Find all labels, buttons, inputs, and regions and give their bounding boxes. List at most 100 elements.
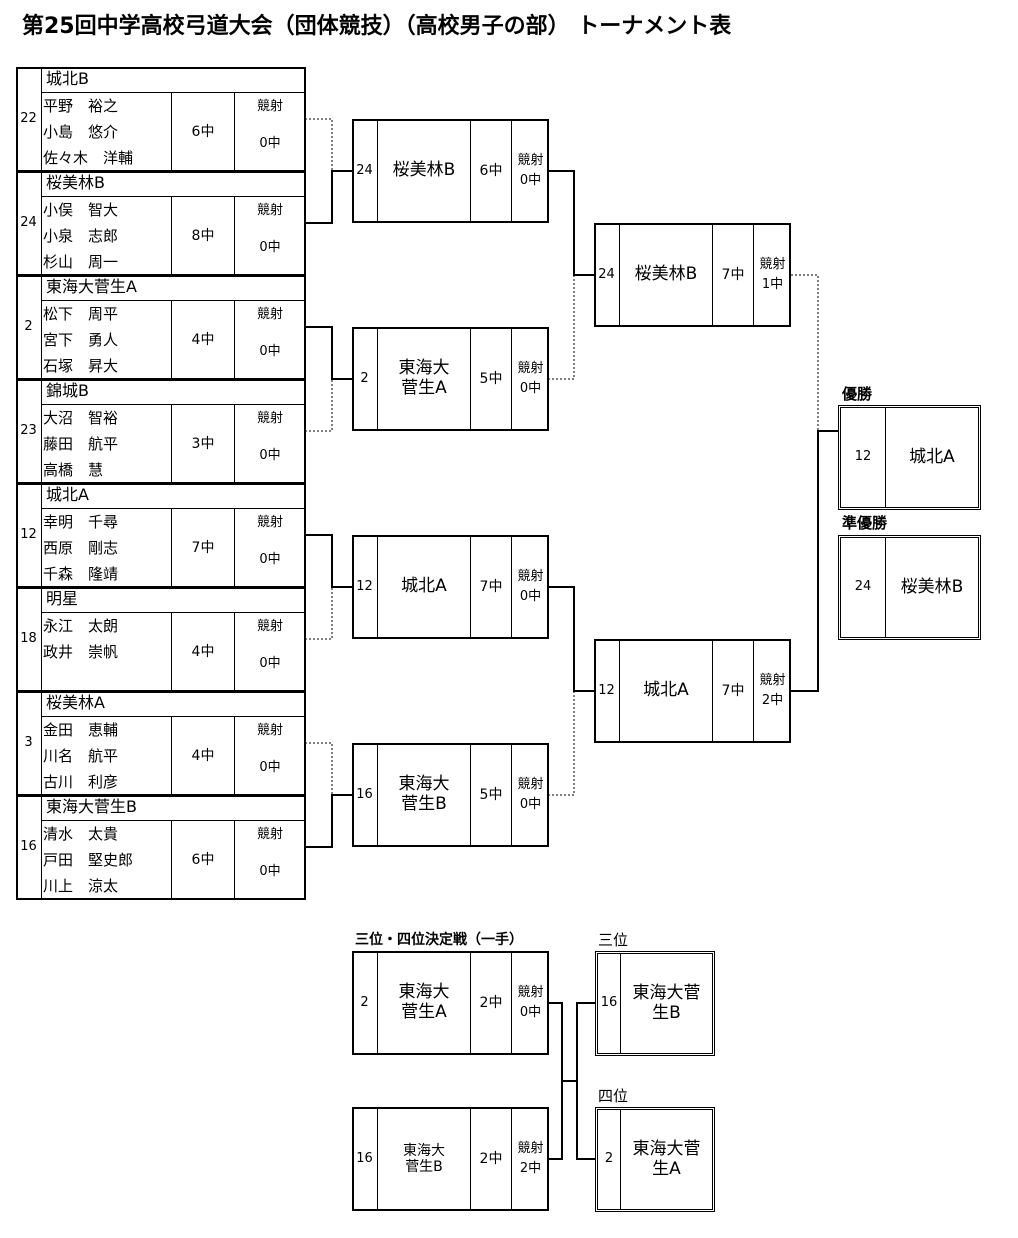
player-name: 政井 崇帆 (43, 643, 119, 662)
entry-team-name: 城北B (42, 67, 305, 93)
player-name: 佐々木 洋輔 (43, 149, 134, 168)
third-match-hits: 2中 (471, 951, 512, 1055)
player-name: 幸明 千尋 (43, 513, 119, 532)
round2-match-hits: 6中 (471, 119, 512, 223)
shootoff-label: 競射 (517, 984, 544, 1000)
third-match (352, 1107, 549, 1211)
entry-shootoff: 0中 (259, 759, 281, 775)
runnerup-label: 準優勝 (842, 514, 888, 532)
entry-seed: 3 (16, 691, 42, 795)
third-place-box (595, 951, 715, 1056)
semifinal-match-team: 桜美林B (620, 223, 713, 327)
third-match-shootoff: 2中 (519, 1160, 542, 1176)
third-match-team: 東海大 菅生B (378, 1107, 471, 1211)
round2-match-seed: 16 (352, 743, 378, 847)
runnerup-box-team: 桜美林B (900, 576, 964, 597)
round2-match-shootoff: 0中 (519, 380, 542, 396)
fourth-place-box-seed: 2 (598, 1110, 621, 1209)
entry-seed: 2 (16, 275, 42, 379)
entry-shootoff: 0中 (259, 239, 281, 255)
page-title: 第25回中学高校弓道大会（団体競技）（高校男子の部） トーナメント表 (22, 14, 732, 39)
third-place-box-seed: 16 (598, 954, 621, 1053)
round2-match-team: 東海大 菅生A (378, 327, 471, 431)
third-match-hits: 2中 (471, 1107, 512, 1211)
shootoff-label: 競射 (517, 152, 544, 168)
player-name: 宮下 勇人 (43, 331, 119, 350)
round2-match-team: 桜美林B (378, 119, 471, 223)
round2-match-hits: 5中 (471, 743, 512, 847)
player-name: 杉山 周一 (43, 253, 119, 272)
round2-match-team: 東海大 菅生B (378, 743, 471, 847)
entry-hits: 4中 (171, 613, 235, 691)
shootoff-label: 競射 (256, 618, 283, 634)
entry-shootoff: 0中 (259, 551, 281, 567)
third-label: 三位 (598, 931, 629, 949)
player-name: 古川 利彦 (43, 773, 119, 792)
shootoff-label: 競射 (256, 202, 283, 218)
semifinal-match-shootoff: 2中 (761, 692, 784, 708)
entry-team-name: 錦城B (42, 379, 305, 405)
player-name: 金田 恵輔 (43, 721, 119, 740)
round2-match-seed: 12 (352, 535, 378, 639)
round2-match-shootoff: 0中 (519, 588, 542, 604)
round2-match (352, 743, 549, 847)
semifinal-match (594, 639, 791, 743)
entry-shootoff: 0中 (259, 447, 281, 463)
semifinal-match-hits: 7中 (713, 223, 754, 327)
shootoff-label: 競射 (517, 776, 544, 792)
shootoff-label: 競射 (517, 1140, 544, 1156)
player-name: 川上 涼太 (43, 877, 119, 896)
player-name: 松下 周平 (43, 305, 119, 324)
entry-seed: 12 (16, 483, 42, 587)
round2-match-shootoff: 0中 (519, 172, 542, 188)
champion-box-seed: 12 (841, 408, 886, 507)
entry-seed: 16 (16, 795, 42, 899)
semifinal-match-hits: 7中 (713, 639, 754, 743)
entry-hits: 7中 (171, 509, 235, 587)
entry-shootoff: 0中 (259, 343, 281, 359)
entry-shootoff: 0中 (259, 135, 281, 151)
round2-match (352, 535, 549, 639)
player-name: 小俣 智大 (43, 201, 119, 220)
entry-team-name: 桜美林B (42, 171, 305, 197)
third-match-shootoff: 0中 (519, 1004, 542, 1020)
entry-hits: 4中 (171, 717, 235, 795)
player-name: 戸田 堅史郎 (43, 851, 134, 870)
semifinal-match-shootoff: 1中 (761, 276, 784, 292)
shootoff-label: 競射 (759, 256, 786, 272)
entry-hits: 8中 (171, 197, 235, 275)
round2-match-seed: 2 (352, 327, 378, 431)
entry-seed: 24 (16, 171, 42, 275)
round2-match (352, 119, 549, 223)
player-name: 小島 悠介 (43, 123, 119, 142)
semifinal-match-team: 城北A (620, 639, 713, 743)
fourth-place-box-team: 東海大菅 生A (632, 1138, 701, 1179)
entry-seed: 22 (16, 67, 42, 171)
player-name: 西原 剛志 (43, 539, 119, 558)
player-name: 高橋 慧 (43, 461, 104, 480)
champion-box-team: 城北A (909, 446, 955, 467)
entry-team-name: 桜美林A (42, 691, 305, 717)
entry-hits: 4中 (171, 301, 235, 379)
champion-box (838, 405, 981, 510)
semifinal-match-seed: 12 (594, 639, 620, 743)
shootoff-label: 競射 (517, 360, 544, 376)
round2-match-seed: 24 (352, 119, 378, 223)
player-name: 平野 裕之 (43, 97, 119, 116)
shootoff-label: 競射 (256, 826, 283, 842)
round2-match-hits: 7中 (471, 535, 512, 639)
entry-hits: 3中 (171, 405, 235, 483)
third-place-box-team: 東海大菅 生B (632, 982, 701, 1023)
shootoff-label: 競射 (517, 568, 544, 584)
player-name: 千森 隆靖 (43, 565, 119, 584)
shootoff-label: 競射 (256, 722, 283, 738)
entry-seed: 18 (16, 587, 42, 691)
entry-hits: 6中 (171, 93, 235, 171)
round2-match-hits: 5中 (471, 327, 512, 431)
entry-hits: 6中 (171, 821, 235, 899)
entry-shootoff: 0中 (259, 863, 281, 879)
third-match-seed: 2 (352, 951, 378, 1055)
player-name: 永江 太朗 (43, 617, 119, 636)
